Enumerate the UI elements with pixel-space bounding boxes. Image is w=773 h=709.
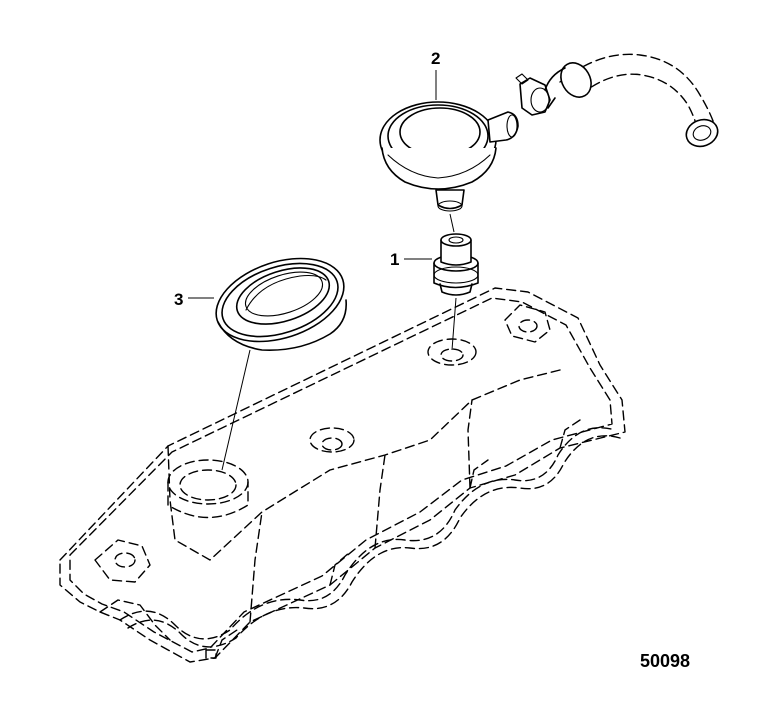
cap-to-neck-leader xyxy=(221,349,251,471)
valve-cover xyxy=(59,287,626,663)
oil-filler-cap-part xyxy=(215,257,347,351)
valve-to-grommet-leader xyxy=(449,213,455,233)
callout-3: 3 xyxy=(174,290,214,309)
callout-2: 2 xyxy=(431,49,440,100)
grommet-to-cover-leader xyxy=(451,297,457,351)
pcv-grommet-part xyxy=(433,233,479,296)
callout-3-label: 3 xyxy=(174,290,183,309)
callout-1-label: 1 xyxy=(390,250,399,269)
callout-1: 1 xyxy=(390,250,432,269)
breather-hose-part xyxy=(379,53,719,212)
figure-number: 50098 xyxy=(640,651,690,671)
callout-2-label: 2 xyxy=(431,49,440,68)
